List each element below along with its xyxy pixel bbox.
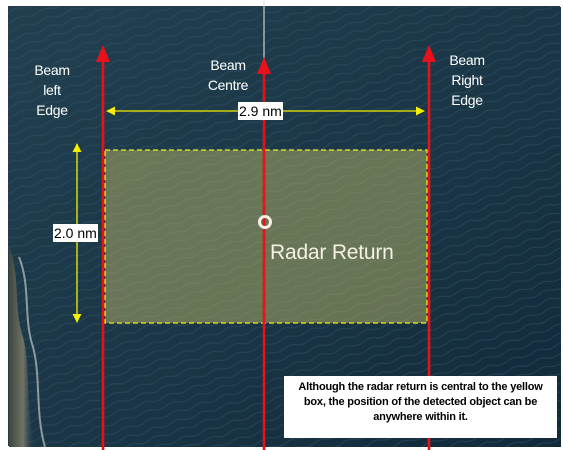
radar-return-marker — [258, 215, 272, 229]
beam-left-edge-line — [96, 45, 110, 450]
beam-left-edge-label: Beam left Edge — [34, 62, 70, 118]
width-dimension-label: 2.9 nm — [238, 102, 283, 120]
beam-centre-line — [257, 57, 271, 450]
surf-line — [18, 256, 46, 447]
satellite-map — [8, 6, 561, 447]
uncertainty-box — [104, 149, 428, 324]
coastline — [9, 247, 35, 447]
map-background — [9, 7, 561, 447]
height-dimension-label: 2.0 nm — [53, 224, 98, 242]
sea-waves — [9, 7, 561, 447]
explanation-note: Although the radar return is central to … — [284, 376, 557, 438]
radar-return-label: Radar Return — [270, 241, 394, 264]
beam-centre-label: Beam Centre — [207, 57, 249, 93]
beam-right-edge-label: Beam Right Edge — [449, 52, 485, 108]
